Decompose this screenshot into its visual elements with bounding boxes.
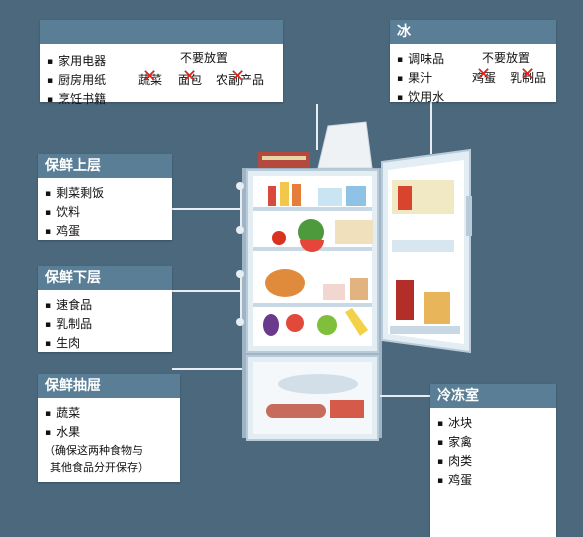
drawer-note-line: （确保这两种食物与 (44, 444, 143, 457)
connector-dot (236, 226, 244, 234)
connector-dot (236, 270, 244, 278)
connector-upper (172, 208, 242, 210)
list-item: 乳制品 (45, 315, 92, 334)
panel-upper-shelf: 保鲜上层 剩菜剩饭 饮料 鸡蛋 (38, 154, 172, 240)
avoid-title: 不要放置 (180, 51, 229, 65)
panel-header: 保鲜抽屉 (38, 374, 180, 398)
connector-dot (236, 182, 244, 190)
cross-icon: ✕ (520, 64, 536, 85)
panel-header: 冰 (390, 20, 556, 44)
connector-lower-vertical (240, 274, 242, 322)
list-item: 烹饪书籍 (47, 90, 106, 109)
list-item: 鸡蛋 (45, 222, 104, 241)
connector-top-left (316, 104, 318, 150)
drawer-note-line: 其他食品分开保存） (50, 461, 149, 474)
avoid-item: 鸡蛋 (472, 71, 497, 85)
avoid-title: 不要放置 (482, 51, 531, 65)
drawer-list: 蔬菜 水果 (45, 404, 80, 442)
cross-icon: ✕ (476, 64, 492, 85)
cross-icon: ✕ (182, 66, 198, 87)
connector-dot (236, 318, 244, 326)
connector-freezer (380, 395, 430, 397)
connector-top-right (430, 102, 432, 154)
list-item: 水果 (45, 423, 80, 442)
avoid-item: 面包 (178, 73, 203, 87)
panel-header: 保鲜上层 (38, 154, 172, 178)
list-item: 饮料 (45, 203, 104, 222)
avoid-item: 乳制品 (510, 71, 547, 85)
top-left-list: 家用电器 厨房用纸 烹饪书籍 (47, 52, 106, 109)
list-item: 剩菜剩饭 (45, 184, 104, 203)
list-item: 肉类 (437, 452, 472, 471)
list-item: 冰块 (437, 414, 472, 433)
list-item: 生肉 (45, 334, 92, 353)
connector-lower (172, 290, 242, 292)
panel-header: 保鲜下层 (38, 266, 172, 290)
cross-icon: ✕ (230, 66, 246, 87)
list-item: 饮用水 (397, 88, 444, 107)
upper-list: 剩菜剩饭 饮料 鸡蛋 (45, 184, 104, 241)
panel-crisper-drawer: 保鲜抽屉 蔬菜 水果 （确保这两种食物与 其他食品分开保存） (38, 374, 180, 482)
list-item: 蔬菜 (45, 404, 80, 423)
panel-header-bar (40, 20, 283, 44)
freezer-list: 冰块 家禽 肉类 鸡蛋 (437, 414, 472, 490)
connector-drawer (172, 368, 242, 370)
list-item: 家禽 (437, 433, 472, 452)
avoid-item: 农副产品 (216, 73, 265, 87)
panel-counter-top: 家用电器 厨房用纸 烹饪书籍 不要放置 蔬菜 面包 农副产品 ✕ ✕ ✕ (40, 20, 283, 106)
list-item: 调味品 (397, 50, 444, 69)
panel-header: 冷冻室 (430, 384, 556, 408)
connector-upper-vertical (240, 186, 242, 230)
list-item: 果汁 (397, 69, 444, 88)
lower-list: 速食品 乳制品 生肉 (45, 296, 92, 353)
panel-freezer: 冷冻室 冰块 家禽 肉类 鸡蛋 (430, 384, 556, 537)
list-item: 速食品 (45, 296, 92, 315)
list-item: 鸡蛋 (437, 471, 472, 490)
list-item: 家用电器 (47, 52, 106, 71)
list-item: 厨房用纸 (47, 71, 106, 90)
panel-door: 冰 调味品 果汁 饮用水 不要放置 鸡蛋 乳制品 ✕ ✕ (390, 20, 556, 104)
top-right-list: 调味品 果汁 饮用水 (397, 50, 444, 107)
panel-lower-shelf: 保鲜下层 速食品 乳制品 生肉 (38, 266, 172, 352)
avoid-item: 蔬菜 (138, 73, 163, 87)
cross-icon: ✕ (142, 66, 158, 87)
